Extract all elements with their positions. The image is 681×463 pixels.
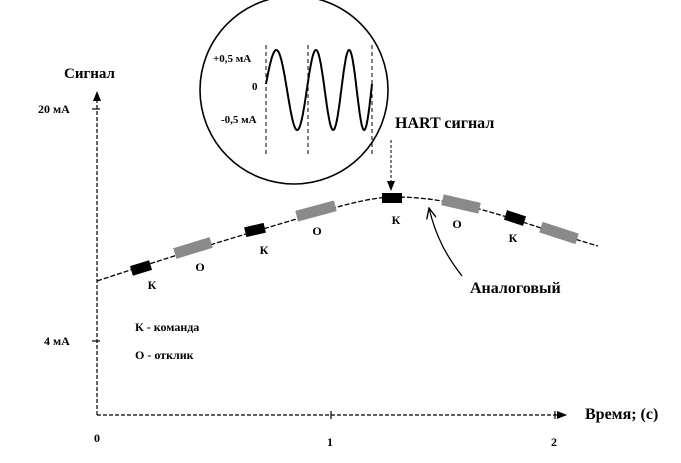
response-segment-label: О: [312, 224, 321, 238]
response-segment-label: О: [452, 217, 461, 231]
hart-waveform: [265, 48, 373, 132]
command-segment: [382, 193, 402, 203]
legend-command: К - команда: [135, 320, 199, 334]
analog-callout-label: Аналоговый: [470, 280, 561, 297]
x-tick-label-1: 1: [327, 435, 333, 449]
command-segment-label: К: [509, 231, 518, 245]
command-segment-label: К: [148, 278, 157, 292]
x-axis-title: Время; (с): [585, 406, 658, 423]
x-tick-label-2: 2: [551, 435, 557, 449]
hart-segments: К О К О К О К: [129, 193, 579, 292]
x-tick-label-0: 0: [94, 431, 100, 445]
inset-tick-zero: 0: [252, 81, 258, 93]
analog-callout-arrow: [429, 208, 463, 277]
y-axis-title: Сигнал: [64, 66, 116, 82]
response-segment-label: О: [195, 260, 204, 274]
command-segment: [129, 260, 153, 276]
command-segment: [244, 222, 266, 238]
response-segment: [441, 194, 481, 214]
command-segment-label: К: [392, 213, 401, 227]
hart-callout-label: HART сигнал: [395, 115, 494, 132]
analog-curve: [96, 196, 599, 282]
y-tick-label-20ma: 20 мА: [38, 102, 70, 116]
response-segment: [295, 200, 337, 222]
inset-tick-plus: +0,5 мА: [213, 53, 251, 65]
inset-circle: [199, 0, 389, 185]
command-segment: [503, 210, 527, 226]
inset-tick-minus: -0,5 мА: [221, 114, 257, 126]
response-segment: [539, 221, 579, 245]
legend-response: О - отклик: [135, 348, 194, 362]
command-segment-label: К: [260, 243, 269, 257]
response-segment: [173, 237, 213, 259]
y-tick-label-4ma: 4 мА: [44, 334, 70, 348]
